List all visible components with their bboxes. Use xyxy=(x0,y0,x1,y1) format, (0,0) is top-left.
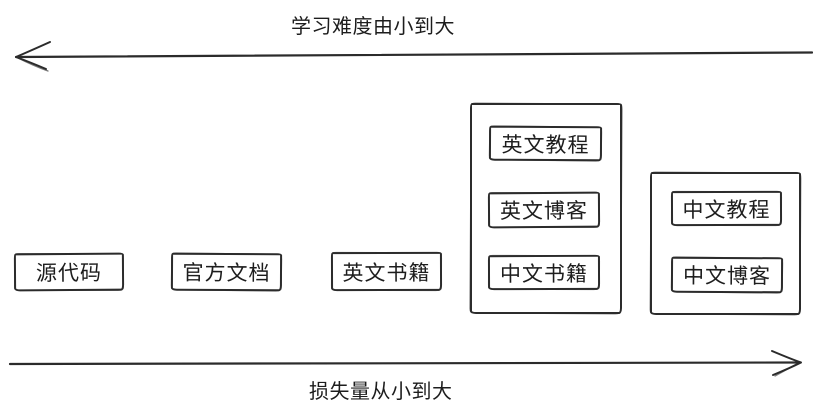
box-chinese-books-label: 中文书籍 xyxy=(499,262,589,286)
box-official-docs: 官方文档 xyxy=(170,252,283,292)
box-chinese-books: 中文书籍 xyxy=(487,254,601,291)
box-english-tutorials-label: 英文教程 xyxy=(501,133,590,157)
box-english-tutorials: 英文教程 xyxy=(488,125,603,162)
box-source-code: 源代码 xyxy=(13,252,125,292)
box-chinese-tutorials: 中文教程 xyxy=(670,190,783,227)
left-arrow xyxy=(14,41,813,72)
box-english-books: 英文书籍 xyxy=(330,251,443,292)
top-axis-label: 学习难度由小到大 xyxy=(291,16,455,38)
box-english-books-label: 英文书籍 xyxy=(342,261,431,285)
box-source-code-label: 源代码 xyxy=(35,261,103,286)
box-chinese-blogs-label: 中文博客 xyxy=(682,264,772,289)
box-chinese-blogs: 中文博客 xyxy=(670,256,784,294)
group-chinese-resources: 中文教程 中文博客 xyxy=(650,172,801,315)
box-english-blogs-label: 英文博客 xyxy=(499,199,589,224)
box-chinese-tutorials-label: 中文教程 xyxy=(682,198,771,222)
group-english-resources: 英文教程 英文博客 中文书籍 xyxy=(470,103,622,314)
bottom-axis-label: 损失量从小到大 xyxy=(309,381,453,403)
box-english-blogs: 英文博客 xyxy=(487,191,601,229)
box-official-docs-label: 官方文档 xyxy=(182,261,271,286)
